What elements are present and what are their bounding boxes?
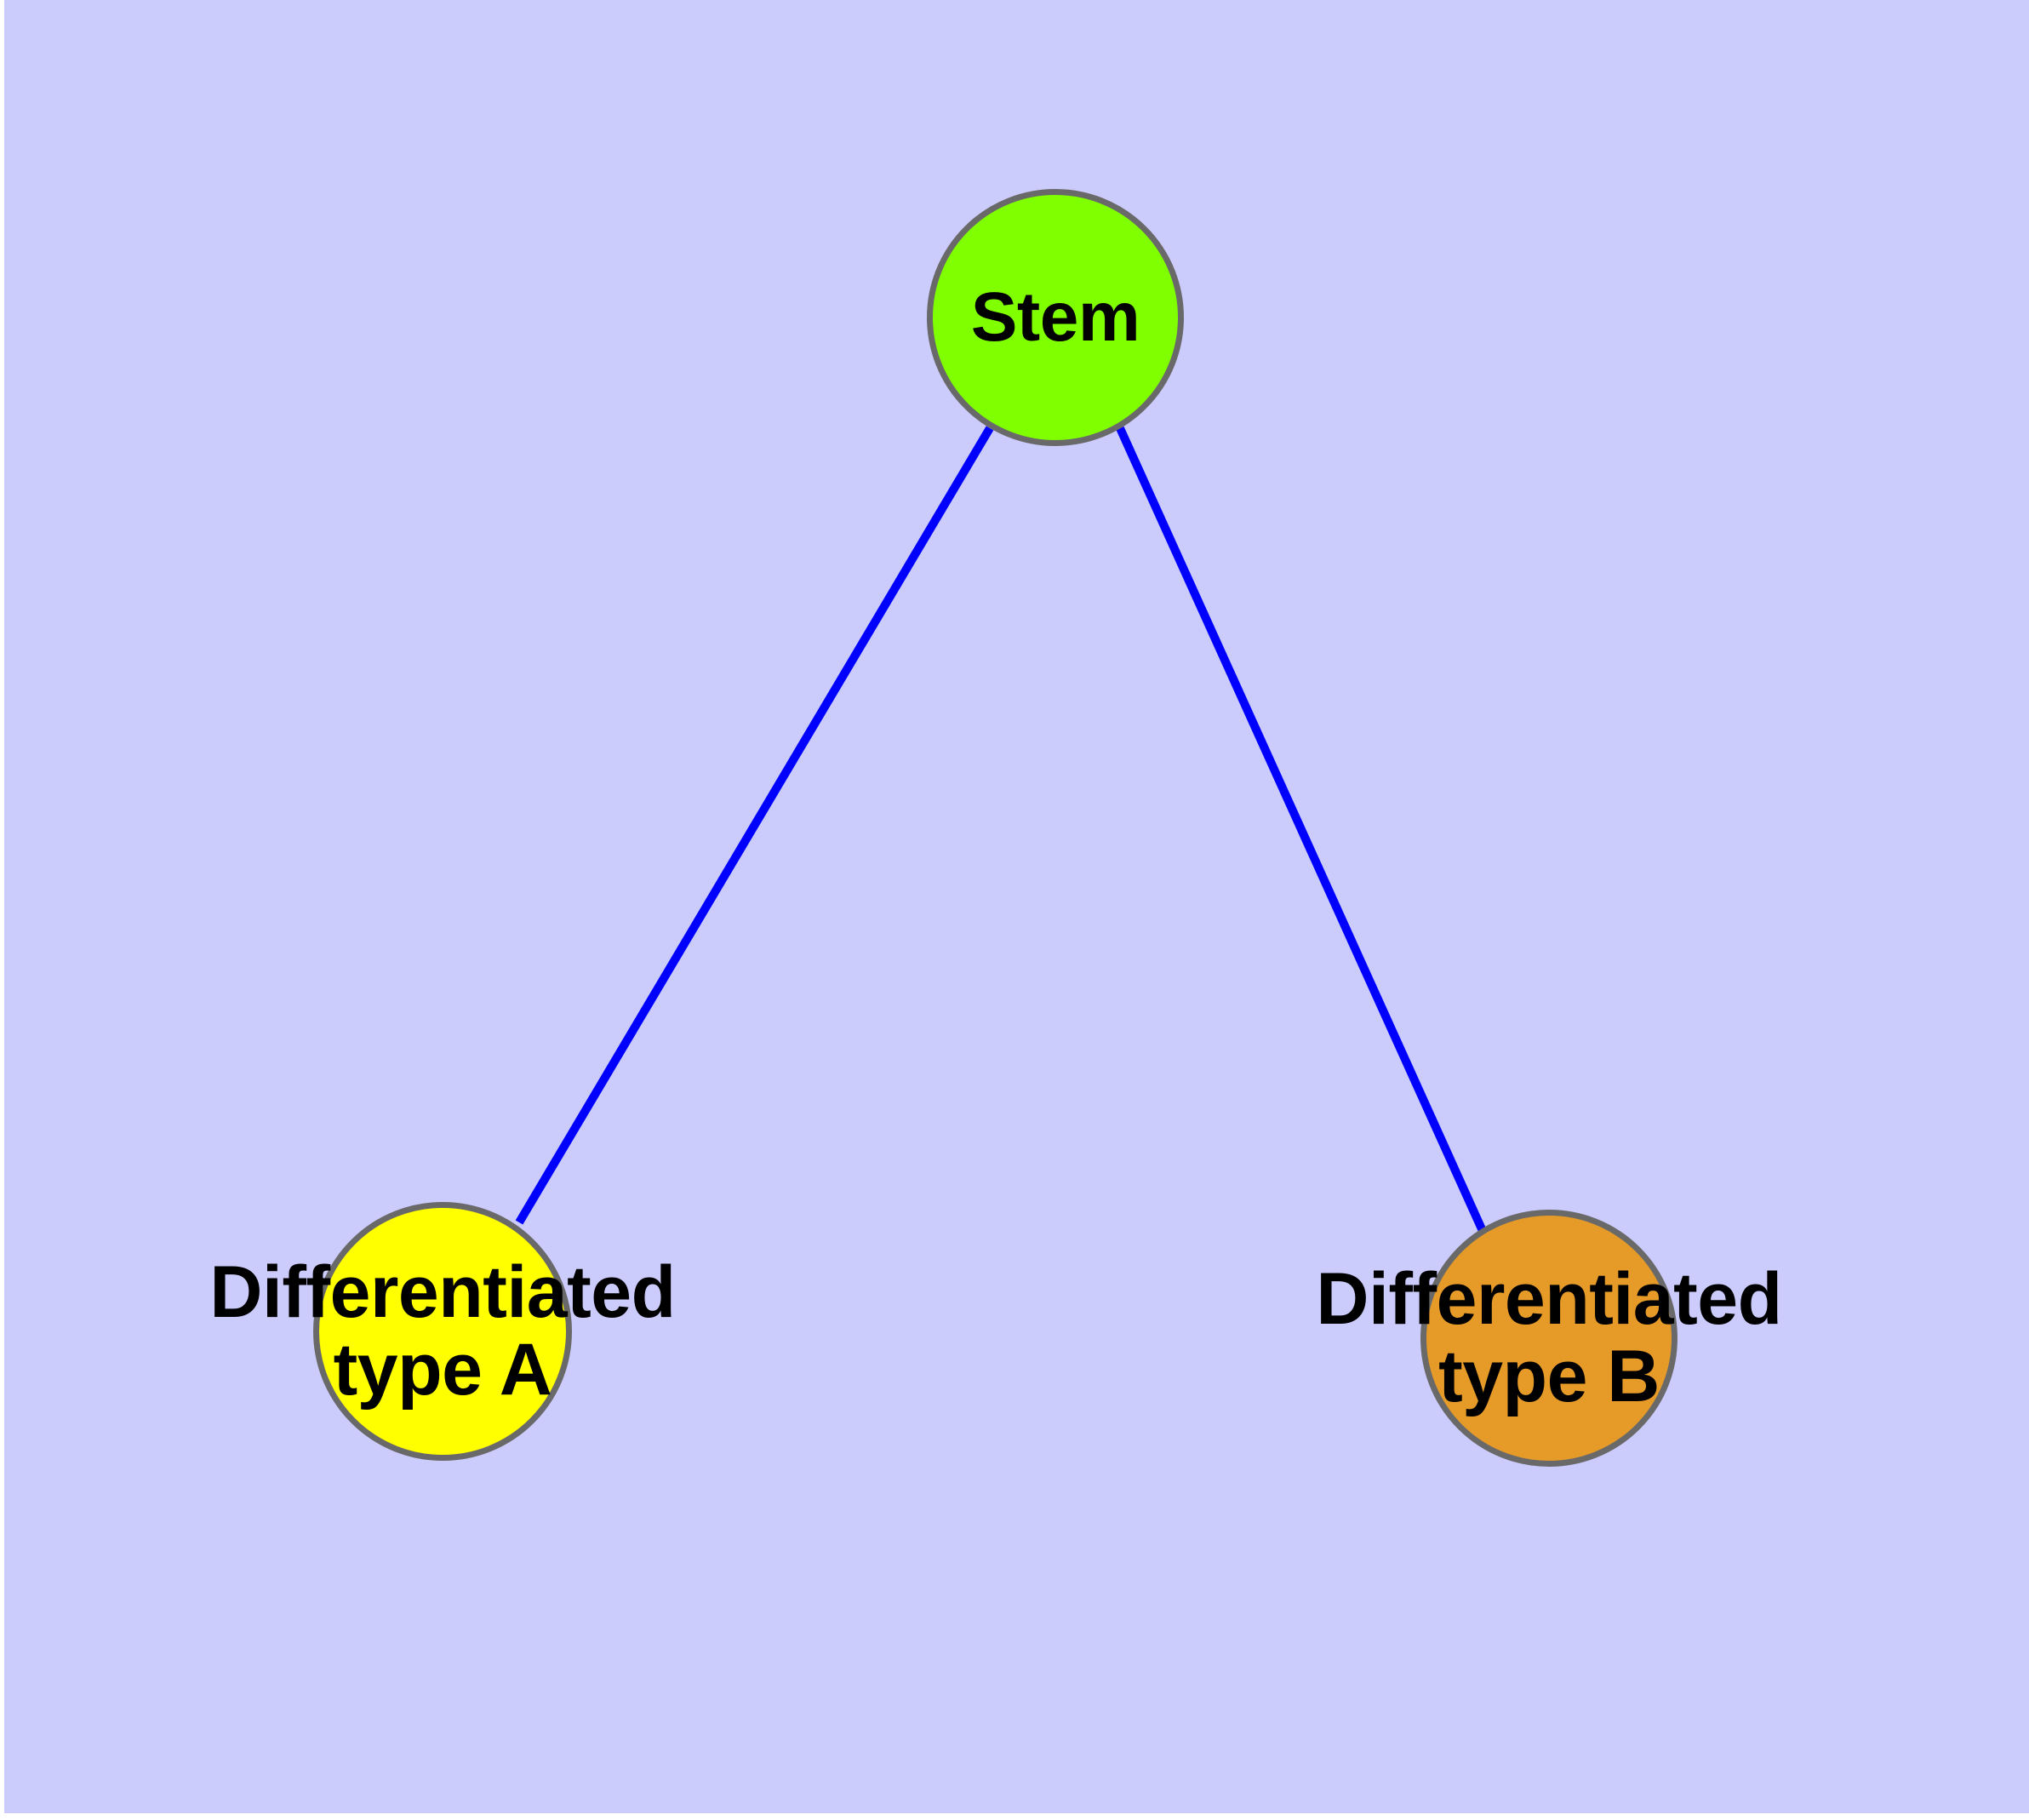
edge-stem-to-differentiated-b [1116,426,1487,1233]
node-layer [313,189,1677,1467]
node-stem[interactable] [927,189,1184,446]
edge-stem-to-differentiated-a [515,426,994,1225]
node-differentiated-type-b[interactable] [1420,1210,1677,1467]
node-differentiated-type-a[interactable] [313,1202,572,1461]
edge-layer [515,426,1487,1233]
